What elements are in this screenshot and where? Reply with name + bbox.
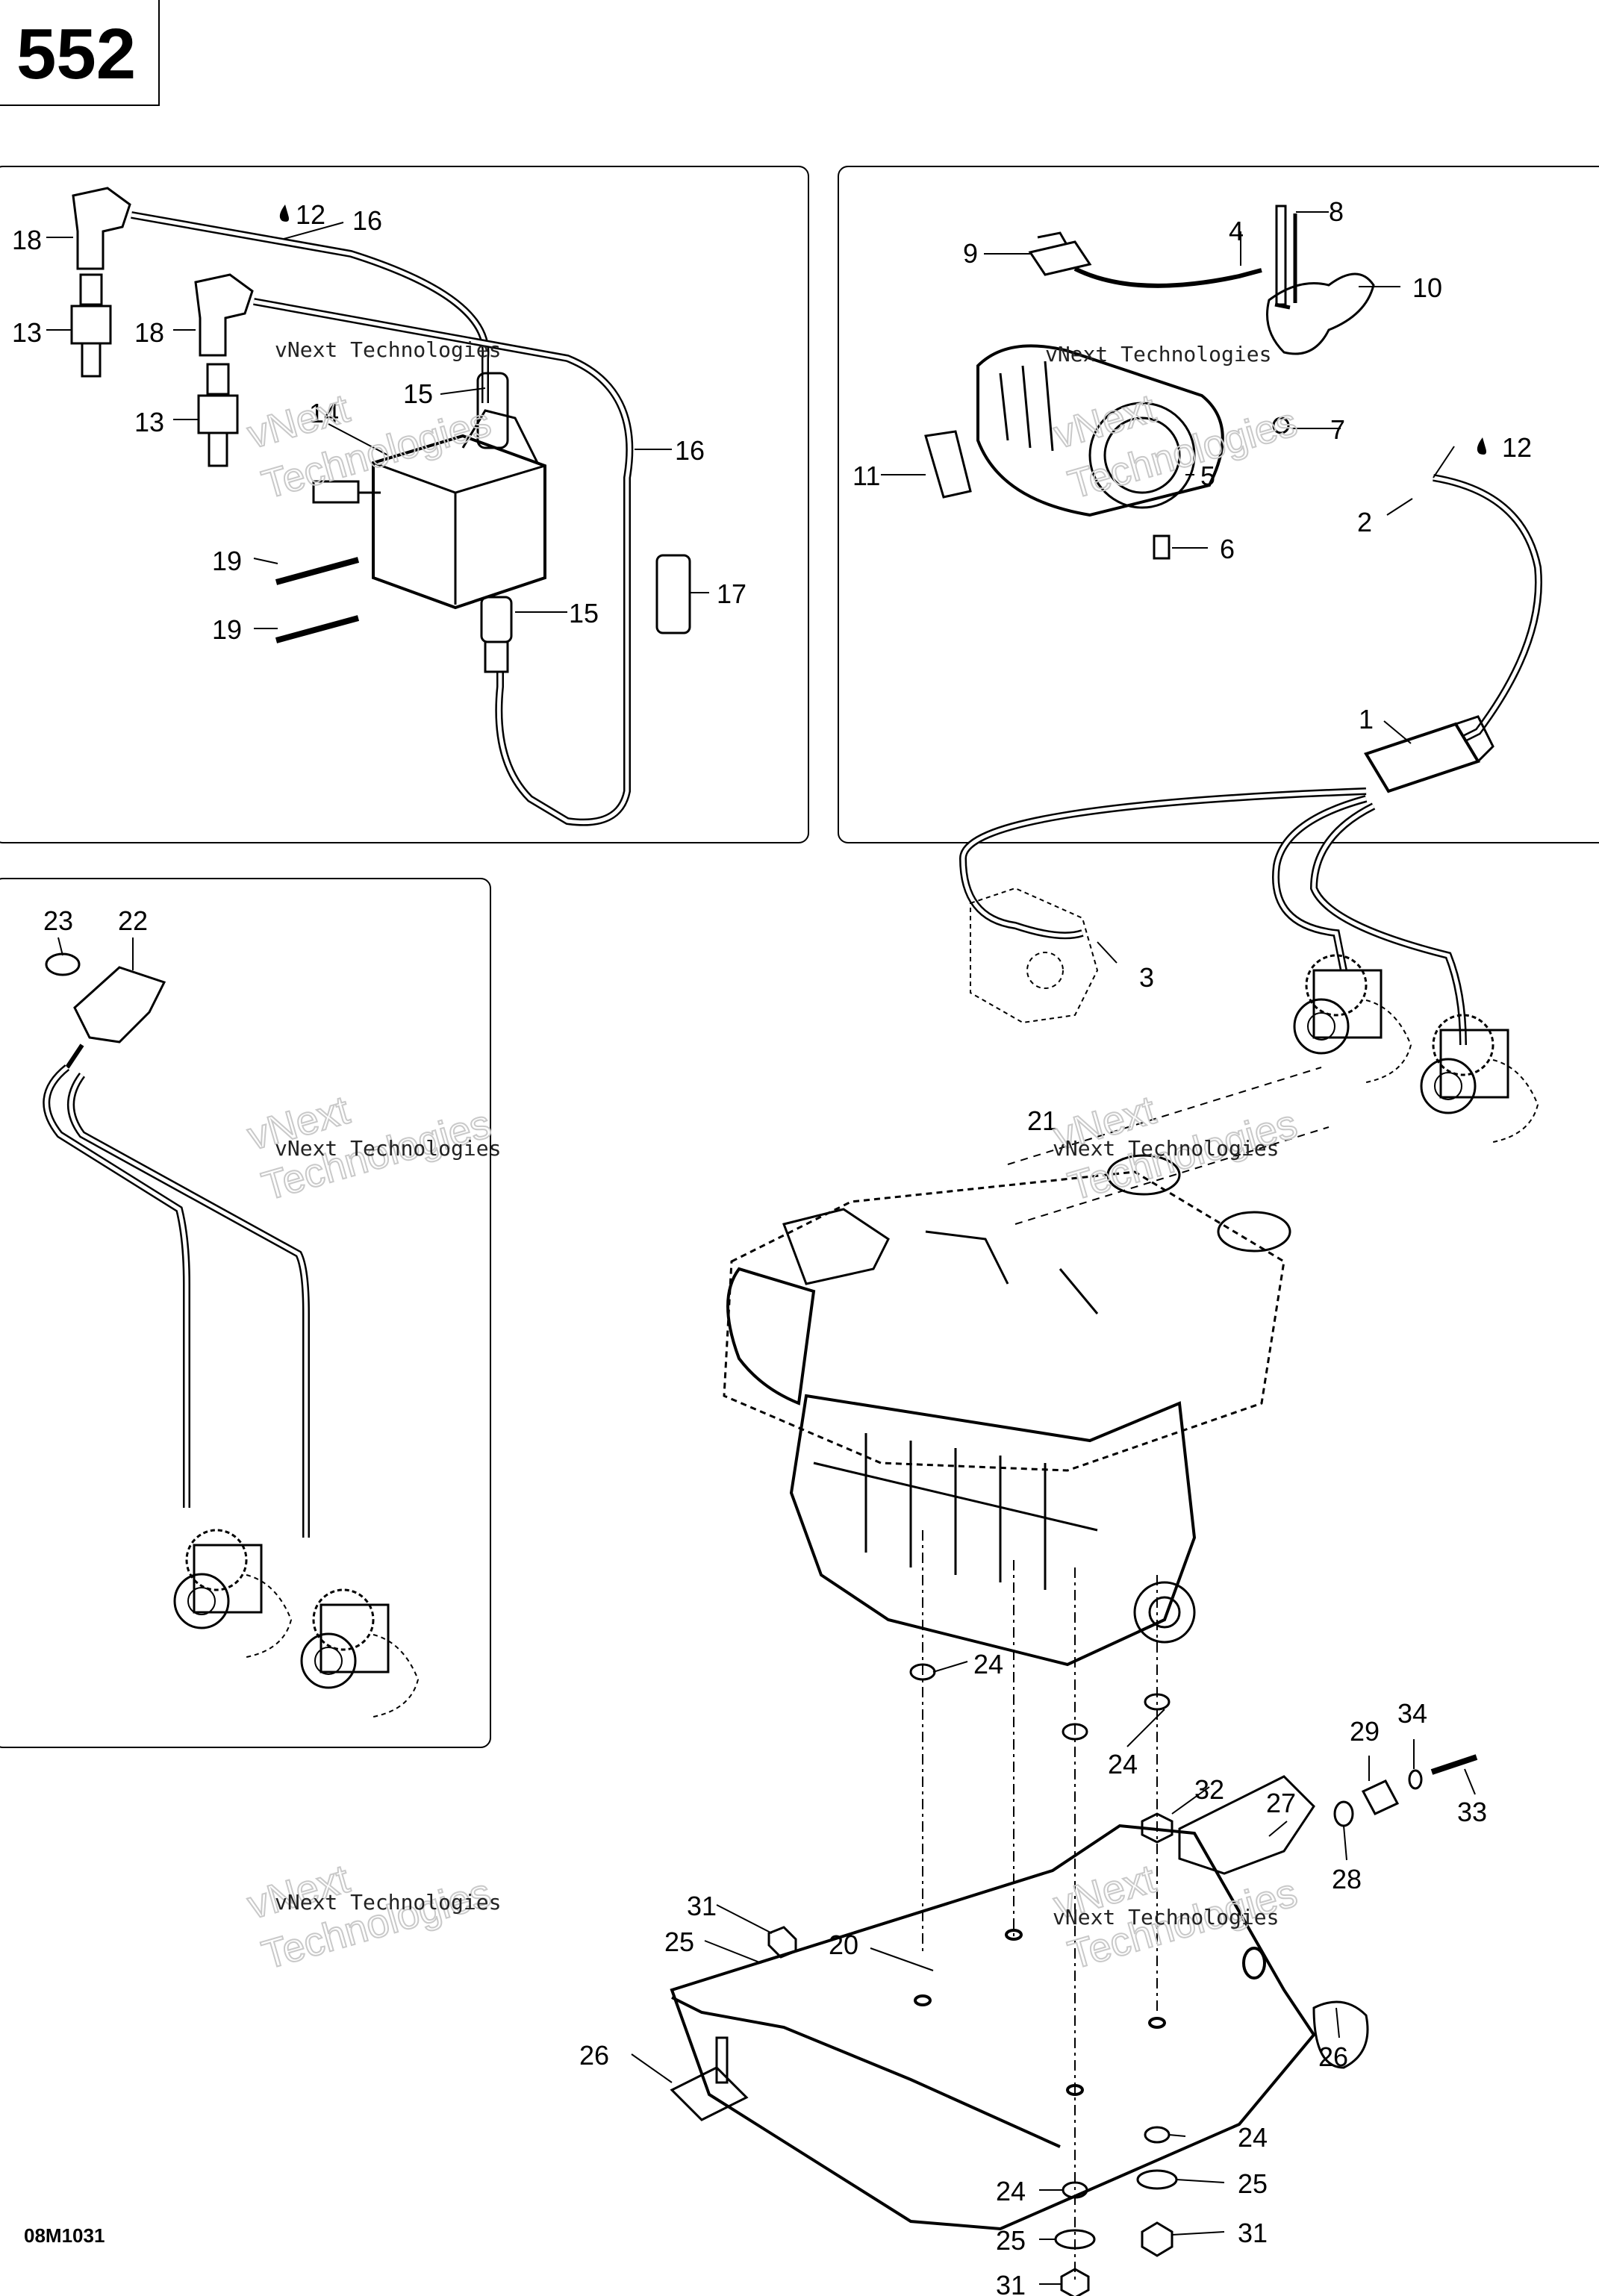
callout-number: 20 [829, 1930, 858, 1960]
callouts-main: 21 24 24 29 34 32 27 33 28 31 25 20 26 2… [579, 1105, 1487, 2296]
callout-number: 31 [687, 1891, 717, 1921]
callout-number: 6 [1220, 534, 1235, 564]
callout-number: 1 [1359, 704, 1374, 734]
watermark-text: vNext Technologies [275, 1890, 501, 1915]
mount-dashed-lines [922, 1530, 1158, 2284]
callout-number: 29 [1350, 1716, 1380, 1747]
watermark-text: vNext Technologies [1045, 342, 1271, 366]
callout-number: 34 [1397, 1698, 1427, 1729]
callout-number: 31 [1238, 2218, 1268, 2248]
leader-lines-panel1 [46, 222, 709, 629]
callout-number: 24 [996, 2176, 1026, 2206]
callouts-panel3: 23 22 [43, 905, 148, 936]
watermark-text: vNext Technologies [1053, 1136, 1279, 1161]
callout-number: 26 [1318, 2041, 1348, 2072]
callout-number: 25 [1238, 2168, 1268, 2199]
watermark-text: vNext Technologies [1053, 1905, 1279, 1930]
callout-number: 13 [12, 317, 42, 348]
callout-number: 18 [12, 225, 42, 255]
callout-number: 18 [134, 317, 164, 348]
callout-number: 31 [996, 2270, 1026, 2296]
callout-number: 19 [212, 614, 242, 645]
callout-number: 12 [1502, 432, 1532, 463]
callout-number: 8 [1329, 196, 1344, 227]
callout-number: 12 [296, 199, 325, 230]
callout-number: 25 [996, 2225, 1026, 2256]
page-number-box: 552 [0, 0, 160, 106]
engine-block [723, 1067, 1330, 1667]
oil-pump-dashed [970, 887, 1099, 1024]
watermark-text: vNext Technologies [275, 1136, 501, 1161]
callout-number: 28 [1332, 1864, 1362, 1894]
callout-number: 15 [403, 378, 433, 409]
callout-number: 9 [963, 238, 978, 269]
callouts-panel1: 18 12 16 13 18 15 13 14 16 19 19 17 15 [12, 199, 746, 645]
callout-number: 26 [579, 2040, 609, 2071]
callout-number: 33 [1457, 1797, 1487, 1827]
leader-lines-panel2 [881, 211, 1455, 964]
callouts-panel2: 9 4 8 10 5 11 7 12 2 6 1 3 [853, 196, 1532, 993]
callout-number: 13 [134, 407, 164, 437]
callout-number: 10 [1412, 272, 1442, 303]
panel-ignition-coil [0, 166, 809, 843]
page-number: 552 [16, 14, 137, 94]
callout-number: 4 [1229, 216, 1244, 246]
carburetors-main [1293, 954, 1539, 1144]
callout-number: 21 [1027, 1105, 1057, 1136]
callout-number: 16 [675, 435, 705, 466]
callout-number: 24 [973, 1649, 1003, 1679]
callout-number: 3 [1139, 962, 1154, 993]
callout-number: 2 [1357, 507, 1372, 537]
callout-number: 25 [664, 1927, 694, 1957]
callout-number: 32 [1194, 1774, 1224, 1805]
callout-number: 24 [1238, 2122, 1268, 2153]
watermark-text: vNext Technologies [275, 337, 501, 362]
callout-number: 24 [1108, 1749, 1138, 1779]
watermark: vNext Technologies vNext Technologies vN… [242, 337, 1303, 1979]
callout-number: 15 [569, 598, 599, 628]
carburetor-cable-assembly [43, 952, 310, 1538]
callout-number: 27 [1266, 1788, 1296, 1818]
callout-number: 5 [1200, 461, 1215, 491]
callout-number: 7 [1330, 414, 1345, 445]
callout-number: 23 [43, 905, 73, 936]
diagram-reference-code: 08M1031 [24, 2224, 105, 2247]
carburetors-panel3 [173, 1529, 420, 1718]
leader-lines-panel3 [57, 937, 134, 970]
callout-number: 22 [118, 905, 148, 936]
ignition-assembly [70, 187, 691, 826]
callout-number: 11 [853, 461, 880, 491]
callout-number: 17 [717, 578, 746, 609]
callout-number: 19 [212, 546, 242, 576]
throttle-assembly [924, 205, 1542, 1046]
callout-number: 16 [352, 205, 382, 236]
mounting-plate [670, 1824, 1316, 2231]
callout-number: 14 [309, 398, 339, 428]
leader-lines-main [631, 1661, 1476, 2285]
